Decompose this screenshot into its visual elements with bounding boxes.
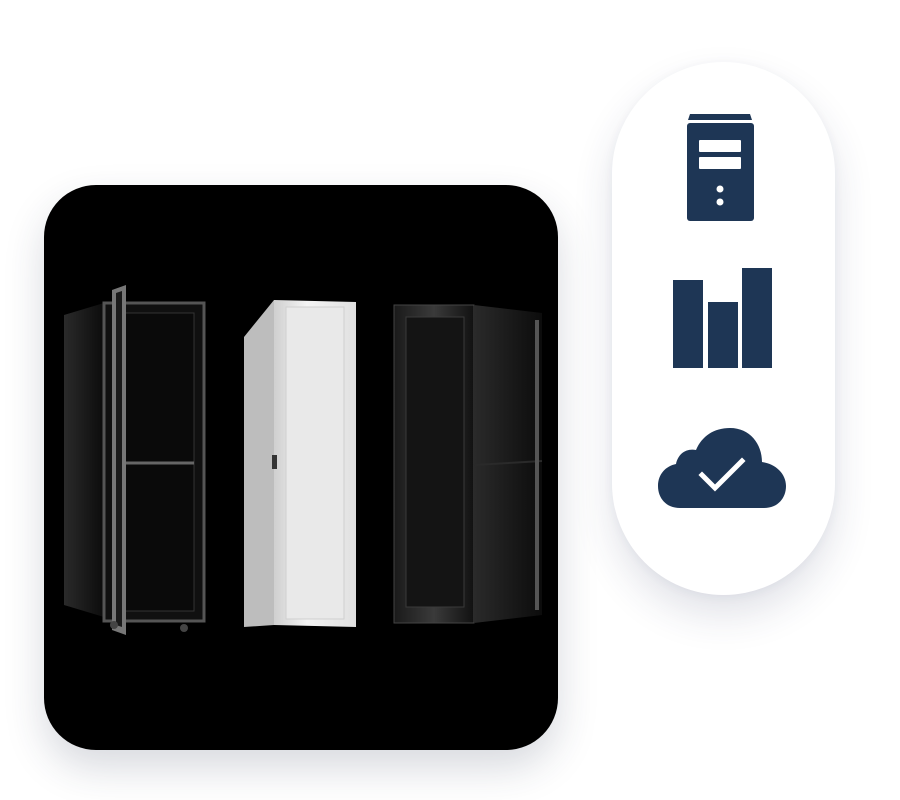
white-rack (244, 300, 356, 627)
cloud-check-icon (658, 428, 786, 508)
closed-black-rack (393, 304, 543, 624)
open-black-rack (64, 285, 206, 635)
racks-illustration (64, 285, 543, 635)
bar-chart-icon (673, 268, 772, 368)
server-icon (687, 114, 754, 221)
server-racks-photo (44, 185, 558, 750)
